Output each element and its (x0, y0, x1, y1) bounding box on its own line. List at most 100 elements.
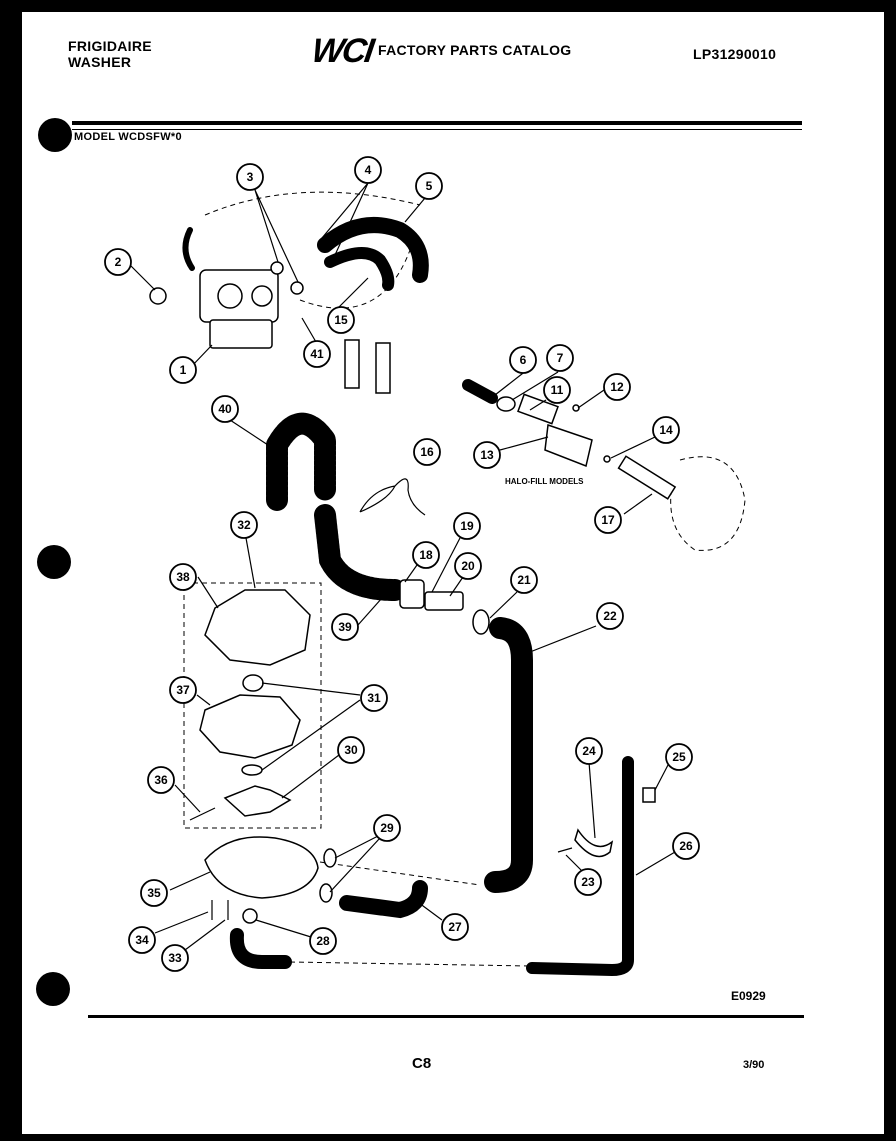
svg-text:13: 13 (480, 448, 494, 462)
callout-23: 23 (574, 868, 602, 896)
pump-body-35 (204, 836, 319, 899)
svg-text:27: 27 (448, 920, 462, 934)
hose-connectors (399, 579, 490, 635)
brand-line2: WASHER (68, 54, 132, 70)
svg-text:31: 31 (367, 691, 381, 705)
svg-text:2: 2 (115, 255, 122, 269)
svg-text:32: 32 (237, 518, 251, 532)
corrugated-hose-39 (314, 504, 406, 601)
callout-18: 18 (412, 541, 440, 569)
callout-22: 22 (596, 602, 624, 630)
halo-fill-note: HALO-FILL MODELS (505, 477, 584, 486)
svg-text:25: 25 (672, 750, 686, 764)
washer-part-31 (241, 764, 263, 776)
callout-16: 16 (413, 438, 441, 466)
footer-rule (88, 1015, 804, 1018)
valve-screen-parts (149, 261, 304, 305)
callout-40: 40 (211, 395, 239, 423)
callout-31: 31 (360, 684, 388, 712)
svg-text:20: 20 (461, 559, 475, 573)
svg-text:17: 17 (601, 513, 615, 527)
guide-tub-outline (670, 456, 746, 551)
callout-30: 30 (337, 736, 365, 764)
svg-text:5: 5 (426, 179, 433, 193)
print-date: 3/90 (743, 1059, 765, 1071)
halo-fill-hose (462, 379, 498, 404)
callout-3: 3 (236, 163, 264, 191)
svg-text:21: 21 (517, 573, 531, 587)
hose-clip-24 (574, 828, 614, 858)
pump-screws-33-34 (211, 900, 229, 920)
guide-drain-line (289, 961, 531, 967)
callout-11: 11 (543, 376, 571, 404)
svg-text:6: 6 (520, 353, 527, 367)
drain-hose-26 (526, 756, 634, 977)
svg-text:28: 28 (316, 934, 330, 948)
guide-pump-hose (319, 861, 481, 886)
callout-29: 29 (373, 814, 401, 842)
callout-25: 25 (665, 743, 693, 771)
screw-36 (189, 807, 216, 821)
guide-valve-arc (204, 191, 421, 216)
callout-2: 2 (104, 248, 132, 276)
svg-text:24: 24 (582, 744, 596, 758)
guide-pump-box (183, 582, 322, 829)
inlet-fittings (344, 339, 391, 394)
doc-number: LP31290010 (693, 46, 777, 62)
brand-line1: FRIGIDAIRE (68, 38, 152, 54)
svg-text:12: 12 (610, 380, 624, 394)
svg-text:14: 14 (659, 423, 673, 437)
svg-text:35: 35 (147, 886, 161, 900)
svg-text:18: 18 (419, 548, 433, 562)
callout-6: 6 (509, 346, 537, 374)
callout-41: 41 (303, 340, 331, 368)
callout-34: 34 (128, 926, 156, 954)
callout-33: 33 (161, 944, 189, 972)
svg-text:34: 34 (135, 933, 149, 947)
drain-elbow-lower (229, 928, 292, 969)
sheet-background (22, 12, 884, 1134)
callout-17: 17 (594, 506, 622, 534)
callout-24: 24 (575, 737, 603, 765)
halo-fill-assembly (496, 393, 677, 500)
svg-text:16: 16 (420, 445, 434, 459)
clamps-29 (319, 848, 337, 903)
callout-20: 20 (454, 552, 482, 580)
header-rule-thick (72, 121, 802, 125)
punch-hole-top (38, 118, 72, 152)
callout-38: 38 (169, 563, 197, 591)
svg-text:30: 30 (344, 743, 358, 757)
corrugated-hose-40 (266, 412, 336, 511)
callout-15: 15 (327, 306, 355, 334)
svg-text:22: 22 (603, 609, 617, 623)
svg-text:26: 26 (679, 839, 693, 853)
pump-gasket-37 (199, 694, 301, 759)
svg-text:7: 7 (557, 351, 564, 365)
callout-36: 36 (147, 766, 175, 794)
svg-text:41: 41 (310, 347, 324, 361)
pump-hose-27 (339, 880, 428, 919)
seal-part-31 (242, 674, 264, 692)
drawing-code: E0929 (731, 989, 766, 1003)
catalog-title: FACTORY PARTS CATALOG (378, 42, 572, 58)
callout-39: 39 (331, 613, 359, 641)
callout-37: 37 (169, 676, 197, 704)
water-valve-part (182, 227, 279, 349)
callout-35: 35 (140, 879, 168, 907)
impeller-30 (223, 785, 292, 817)
svg-text:15: 15 (334, 313, 348, 327)
inlet-hose-lower (324, 247, 395, 291)
header-rule-thin (72, 129, 802, 130)
wire-clip-16 (359, 478, 426, 516)
svg-text:23: 23 (581, 875, 595, 889)
svg-text:40: 40 (218, 402, 232, 416)
callout-12: 12 (603, 373, 631, 401)
svg-text:3: 3 (247, 170, 254, 184)
callout-21: 21 (510, 566, 538, 594)
bracket-25 (642, 787, 656, 803)
callout-4: 4 (354, 156, 382, 184)
punch-hole-middle (37, 545, 71, 579)
callout-13: 13 (473, 441, 501, 469)
callout-7: 7 (546, 344, 574, 372)
